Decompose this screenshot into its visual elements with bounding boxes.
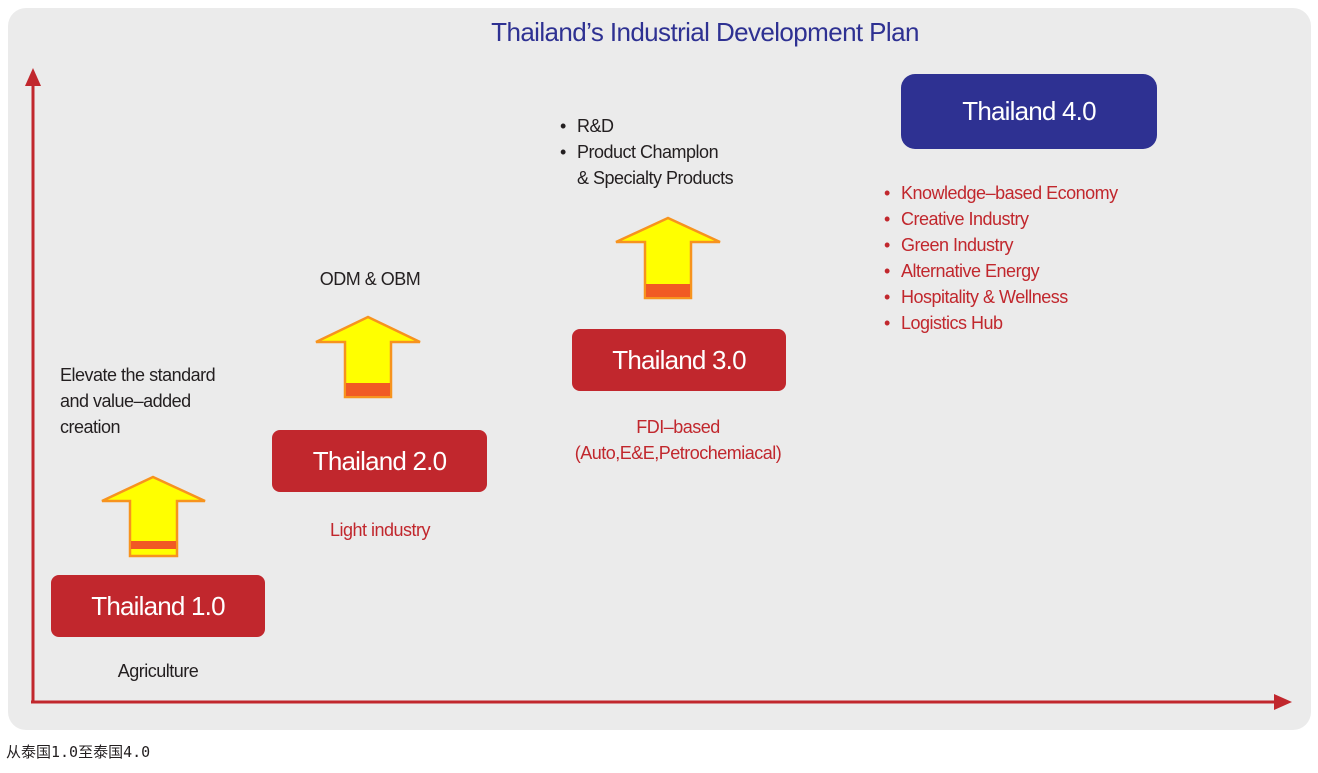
up-arrow-icon-2	[315, 315, 421, 399]
list-item: • Hospitality & Wellness	[883, 284, 1118, 310]
list-item-label: Knowledge–based Economy	[901, 183, 1118, 203]
bullet-dot-icon: •	[884, 261, 890, 281]
stage-box-thailand-4: Thailand 4.0	[901, 74, 1157, 149]
list-item: • Logistics Hub	[883, 310, 1118, 336]
bullet-dot-icon: •	[884, 287, 890, 307]
list-item: • Knowledge–based Economy	[883, 180, 1118, 206]
stage-box-thailand-3: Thailand 3.0	[572, 329, 786, 391]
x-axis-arrowhead-icon	[1274, 694, 1292, 710]
list-item-label: Logistics Hub	[901, 313, 1003, 333]
stage-3-next-step-list: • R&D • Product Champlon & Specialty Pro…	[559, 113, 734, 191]
stage-4-focus-list: • Knowledge–based Economy • Creative Indus…	[883, 180, 1118, 336]
up-arrow-icon-3	[615, 216, 721, 300]
diagram-title: Thailand’s Industrial Development Plan	[491, 17, 919, 47]
bullet-dot-icon: •	[884, 209, 890, 229]
stage-box-thailand-1: Thailand 1.0	[51, 575, 265, 637]
list-item-label: Green Industry	[901, 235, 1014, 255]
list-item: • R&D	[559, 113, 733, 139]
list-item: • Creative Industry	[883, 206, 1118, 232]
bullet-dot-icon: •	[884, 313, 890, 333]
stage-2-description: Light industry	[329, 520, 431, 540]
stage-3-description: FDI–based (Auto,E&E,Petrochemiacal)	[574, 417, 782, 463]
list-item-label: Hospitality & Wellness	[901, 287, 1068, 307]
list-item: • Alternative Energy	[883, 258, 1118, 284]
stage-2-next-step: ODM & OBM	[319, 269, 421, 289]
list-item: • Green Industry	[883, 232, 1118, 258]
bullet-dot-icon: •	[560, 142, 566, 162]
stage-1-next-step: Elevate the standard and value–added cre…	[60, 365, 216, 437]
stage-box-thailand-2: Thailand 2.0	[272, 430, 487, 492]
stage-1-description: Agriculture	[117, 661, 199, 681]
list-item: • Product Champlon	[559, 139, 733, 165]
list-item-continuation: & Specialty Products	[577, 168, 734, 188]
figure-caption: 从泰国1.0至泰国4.0	[6, 743, 151, 761]
up-arrow-icon-1	[101, 475, 206, 558]
bullet-dot-icon: •	[560, 116, 566, 136]
list-item-label: R&D	[577, 116, 614, 136]
bullet-dot-icon: •	[884, 183, 890, 203]
list-item-label: Creative Industry	[901, 209, 1029, 229]
list-item-label: Alternative Energy	[901, 261, 1040, 281]
list-item-label: Product Champlon	[577, 142, 719, 162]
bullet-dot-icon: •	[884, 235, 890, 255]
y-axis-arrowhead-icon	[25, 68, 41, 86]
